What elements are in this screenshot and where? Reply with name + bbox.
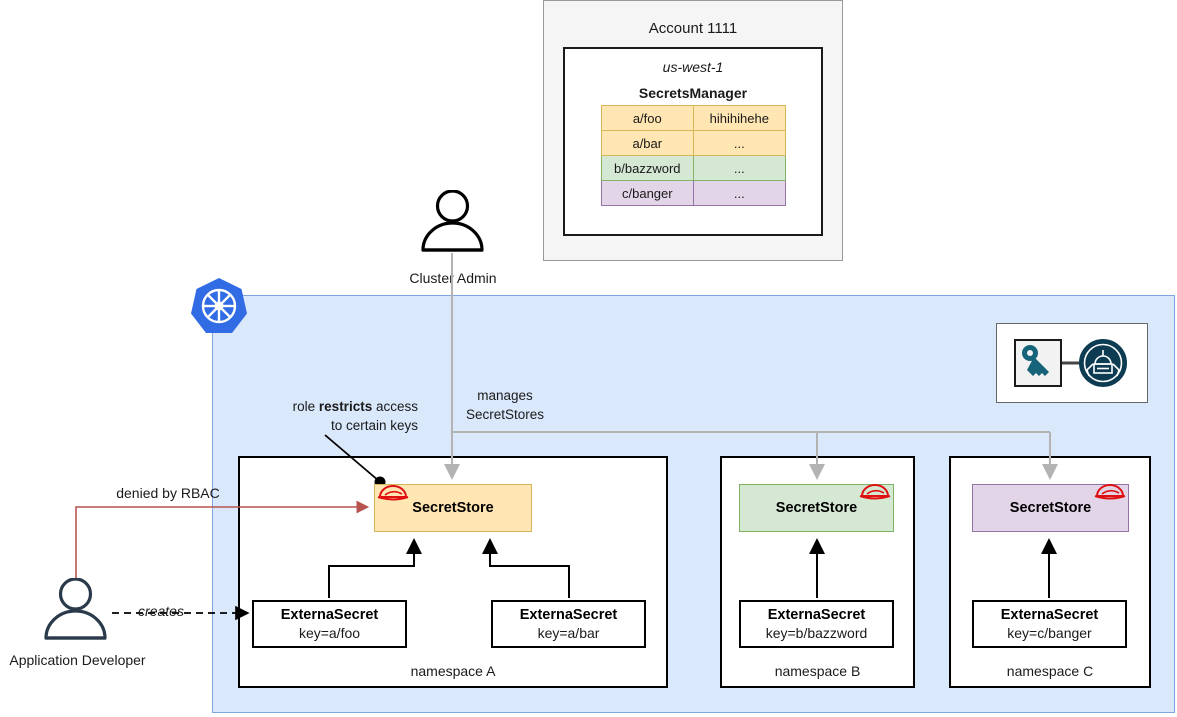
secretstore-label: SecretStore (1009, 500, 1092, 516)
table-row: b/bazzword ... (601, 155, 787, 181)
namespace-a-label: namespace A (410, 663, 496, 679)
secretsmanager-label: SecretsManager (638, 85, 748, 101)
secret-key: a/bar (601, 130, 694, 156)
externalsecret-title: ExternaSecret (1000, 607, 1099, 623)
manages-secretstores-note: manages SecretStores (455, 386, 555, 426)
secretstore-label: SecretStore (412, 500, 494, 516)
externalsecret-title: ExternaSecret (280, 607, 379, 623)
secret-value: ... (692, 180, 787, 206)
externalsecret-title: ExternaSecret (767, 607, 866, 623)
account-title: Account 1111 (648, 19, 738, 37)
cluster-admin-icon (420, 189, 485, 252)
application-developer-icon (43, 577, 108, 640)
manages-line2: SecretStores (465, 407, 545, 422)
role-restricts-note: role restricts access to certain keys (228, 397, 418, 439)
externalsecret-a-bar[interactable]: ExternaSecret key=a/bar (491, 600, 646, 648)
role-note-post: access (372, 399, 418, 414)
helmet-icon (1094, 484, 1126, 500)
kubernetes-icon (190, 277, 248, 335)
externalsecret-key: key=a/foo (298, 625, 361, 641)
externalsecret-c-banger[interactable]: ExternaSecret key=c/banger (972, 600, 1127, 648)
secrets-table: a/foo hihihihehe a/bar ... b/bazzword ..… (601, 105, 787, 206)
externalsecret-key: key=a/bar (537, 625, 600, 641)
secret-value: ... (692, 155, 787, 181)
key-icon (1022, 345, 1049, 376)
role-note-bold: restricts (318, 399, 373, 414)
region-label: us-west-1 (662, 59, 724, 75)
secretstore-namespace-c[interactable]: SecretStore (972, 484, 1129, 532)
role-note-pre: role (292, 399, 319, 414)
secret-value: ... (692, 130, 787, 156)
helmet-icon (859, 484, 891, 500)
secret-value: hihihihehe (692, 105, 787, 131)
helmet-icon (377, 485, 409, 501)
role-note-line2: to certain keys (330, 418, 418, 433)
secretstore-namespace-b[interactable]: SecretStore (739, 484, 894, 532)
secret-key: b/bazzword (601, 155, 694, 181)
denied-by-rbac-label: denied by RBAC (116, 485, 220, 501)
namespace-b-label: namespace B (774, 663, 861, 679)
cluster-admin-label: Cluster Admin (409, 270, 497, 286)
externalsecret-a-foo[interactable]: ExternaSecret key=a/foo (252, 600, 407, 648)
secretstore-label: SecretStore (775, 500, 858, 516)
externalsecret-title: ExternaSecret (519, 607, 618, 623)
application-developer-label: Application Developer (9, 652, 146, 668)
table-row: c/banger ... (601, 180, 787, 206)
secret-key: c/banger (601, 180, 694, 206)
manages-line1: manages (477, 388, 533, 403)
secret-key: a/foo (601, 105, 694, 131)
robot-icon (1079, 339, 1127, 387)
namespace-c-label: namespace C (1006, 663, 1094, 679)
table-row: a/foo hihihihehe (601, 105, 787, 131)
table-row: a/bar ... (601, 130, 787, 156)
creates-label: creates (138, 603, 184, 619)
secretstore-namespace-a[interactable]: SecretStore (374, 484, 532, 532)
externalsecret-key: key=b/bazzword (765, 625, 868, 641)
externalsecret-key: key=c/banger (1007, 625, 1092, 641)
eso-badge-box (996, 323, 1148, 403)
externalsecret-b-bazzword[interactable]: ExternaSecret key=b/bazzword (739, 600, 894, 648)
